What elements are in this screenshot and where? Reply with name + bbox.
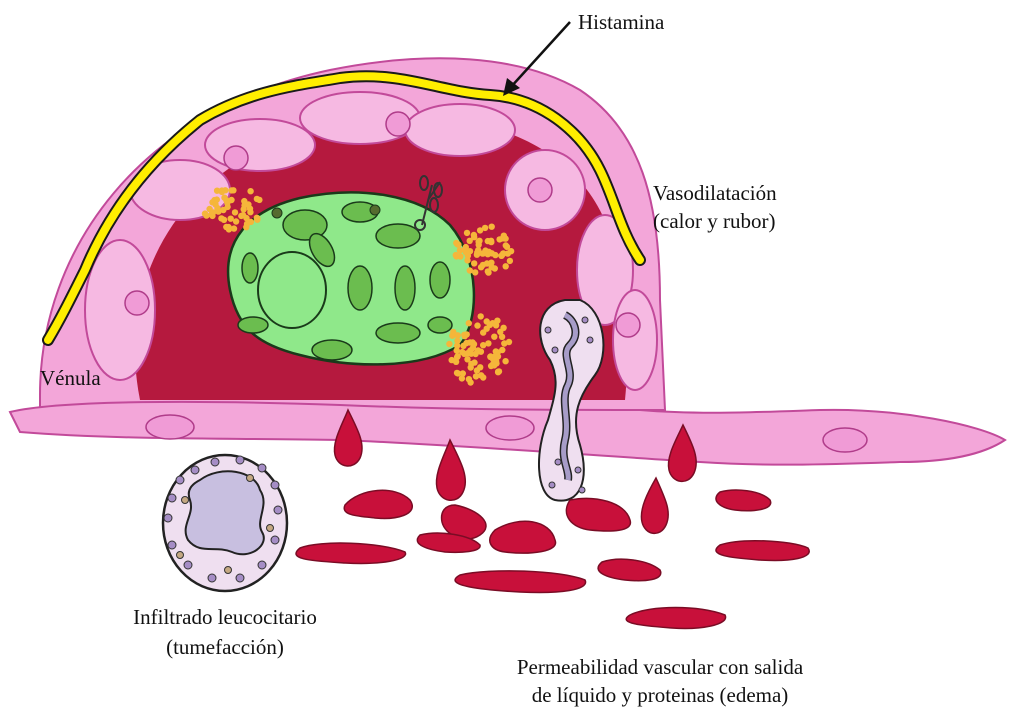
granule-dot: [466, 376, 472, 382]
granule-dot: [464, 257, 470, 263]
granule-dot: [453, 252, 459, 258]
granule-dot: [492, 252, 498, 258]
granule-dot: [248, 219, 254, 225]
granule-dot: [228, 187, 234, 193]
granule-dot: [254, 196, 260, 202]
granule-dot: [500, 250, 506, 256]
granule-dot: [485, 268, 491, 274]
granule-dot: [495, 369, 501, 375]
granule-dot: [487, 322, 493, 328]
granule-dot: [202, 210, 208, 216]
granule-dot: [503, 242, 509, 248]
granule-dot: [449, 333, 455, 339]
granule-dot: [453, 240, 459, 246]
granule-dot: [461, 332, 467, 338]
granule-dot: [506, 339, 512, 345]
granule-dot: [472, 269, 478, 275]
granule-dot: [503, 263, 509, 269]
granule-dot: [232, 209, 238, 215]
granule-dot: [492, 265, 498, 271]
granule-dot: [224, 204, 230, 210]
granule-dot: [480, 342, 486, 348]
granule-dot: [466, 320, 472, 326]
granule-dot: [211, 197, 217, 203]
granule-dot: [461, 351, 467, 357]
granule-dot: [467, 347, 473, 353]
granule-dot: [221, 195, 227, 201]
granule-dot: [247, 205, 253, 211]
granule-dot: [222, 187, 228, 193]
granule-dot: [474, 322, 480, 328]
granule-dot: [228, 216, 234, 222]
granule-dot: [233, 218, 239, 224]
granule-dot: [460, 370, 466, 376]
granule-dot: [478, 372, 484, 378]
granule-dot: [226, 226, 232, 232]
granule-dot: [467, 248, 473, 254]
granule-dot: [482, 225, 488, 231]
granule-dot: [221, 217, 227, 223]
tissue-leukocyte: [163, 455, 287, 591]
granule-dot: [493, 360, 499, 366]
granule-dot: [502, 358, 508, 364]
granule-dot: [491, 334, 497, 340]
granule-dot: [478, 313, 484, 319]
granule-dot: [480, 329, 486, 335]
granule-dot: [467, 238, 473, 244]
granule-dot: [500, 235, 506, 241]
venula-label: Vénula: [40, 365, 101, 391]
granule-dot: [478, 349, 484, 355]
granule-dot: [477, 364, 483, 370]
granule-dot: [455, 353, 461, 359]
vasodilatacion-sublabel: (calor y rubor): [653, 208, 775, 234]
granule-dot: [210, 209, 216, 215]
granule-dot: [238, 213, 244, 219]
granule-dot: [507, 258, 513, 264]
granule-dot: [241, 198, 247, 204]
granule-dot: [497, 329, 503, 335]
granule-dot: [489, 224, 495, 230]
granule-dot: [228, 197, 234, 203]
granule-dot: [487, 353, 493, 359]
infiltrado-sublabel: (tumefacción): [100, 634, 350, 660]
granule-dot: [464, 230, 470, 236]
granule-dot: [454, 347, 460, 353]
granule-dot: [254, 217, 260, 223]
granule-dot: [471, 260, 477, 266]
granule-dot: [446, 341, 452, 347]
granule-dot: [453, 359, 459, 365]
infiltrado-label: Infiltrado leucocitario: [100, 604, 350, 630]
granule-dot: [488, 238, 494, 244]
permeabilidad-label: Permeabilidad vascular con salida: [440, 654, 880, 680]
granule-dot: [479, 250, 485, 256]
granule-dot: [476, 238, 482, 244]
granule-dot: [214, 188, 220, 194]
permeabilidad-sublabel: de líquido y proteinas (edema): [440, 682, 880, 708]
mast-cell: [228, 192, 474, 364]
granule-dot: [468, 364, 474, 370]
granule-dot: [480, 262, 486, 268]
granule-dot: [493, 322, 499, 328]
granule-dot: [247, 188, 253, 194]
histamina-label: Histamina: [578, 9, 664, 35]
granule-dot: [467, 339, 473, 345]
granule-dot: [474, 249, 480, 255]
vasodilatacion-label: Vasodilatación: [653, 180, 777, 206]
granule-dot: [241, 206, 247, 212]
